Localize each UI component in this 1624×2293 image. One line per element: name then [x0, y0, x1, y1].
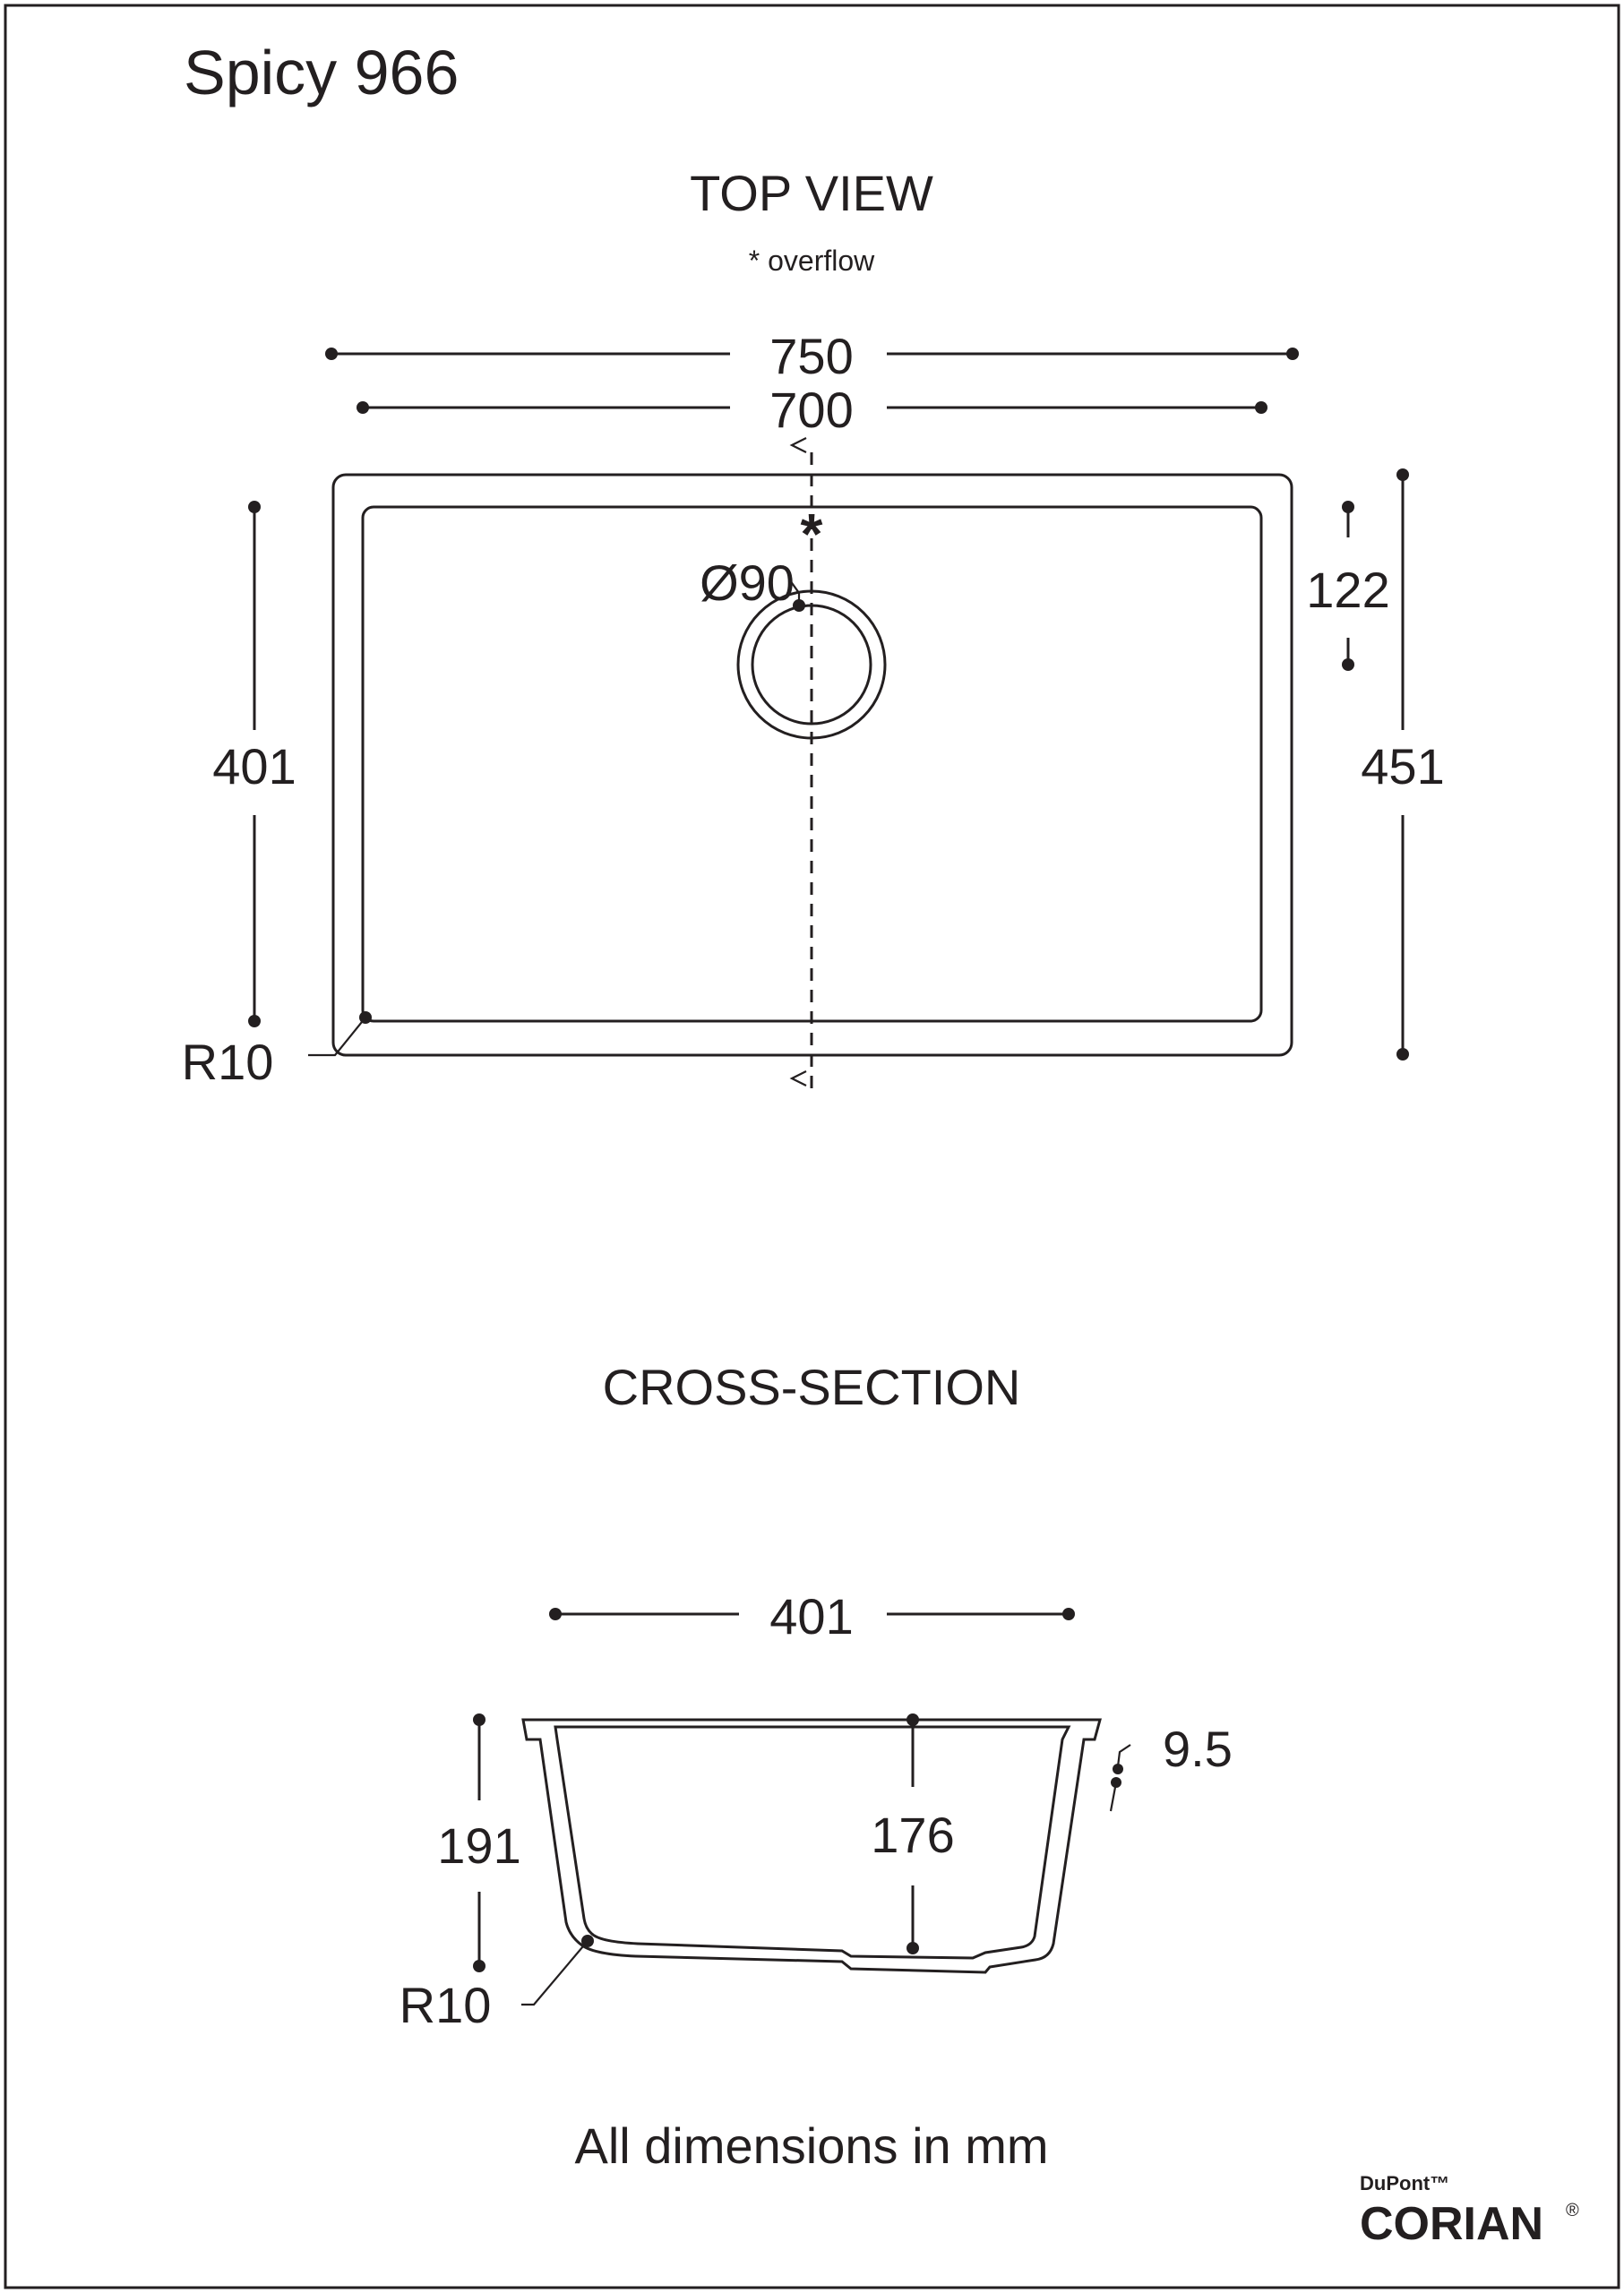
- dimension-inner-depth: 401: [212, 501, 296, 1027]
- units-note: All dimensions in mm: [574, 2117, 1048, 2174]
- dimension-outer-height: 191: [437, 1713, 521, 1972]
- dimension-inner-height: 176: [871, 1713, 955, 1954]
- drain-offset-label: 122: [1306, 562, 1389, 618]
- dimension-inner-width: 700: [357, 382, 1267, 438]
- top-view-heading: TOP VIEW: [690, 165, 933, 221]
- dimension-drain-offset: 122: [1306, 501, 1390, 671]
- section-line: [789, 437, 813, 1088]
- inner-height-label: 176: [871, 1807, 954, 1863]
- section-corner-radius-label: R10: [400, 1977, 492, 2033]
- overflow-marker: *: [801, 502, 823, 566]
- thickness-label: 9.5: [1163, 1721, 1233, 1777]
- brand-reg-mark: ®: [1566, 2201, 1579, 2220]
- dimension-outer-width: 750: [325, 328, 1299, 384]
- section-width-label: 401: [769, 1588, 853, 1645]
- corner-radius-label: R10: [182, 1034, 274, 1090]
- drain-diameter-label: Ø90: [700, 554, 795, 611]
- corner-radius-callout: R10: [182, 1011, 372, 1090]
- outer-height-label: 191: [437, 1817, 520, 1874]
- corian-logo: DuPont™ CORIAN ®: [1360, 2172, 1579, 2250]
- dimension-section-width: 401: [549, 1588, 1075, 1645]
- top-view: TOP VIEW * overflow 750 700 *: [182, 165, 1445, 1090]
- drain-icon: [736, 589, 887, 740]
- drain-diameter-dimension: Ø90: [700, 554, 805, 612]
- brand-maker: DuPont™: [1360, 2172, 1449, 2194]
- cross-section-heading: CROSS-SECTION: [603, 1359, 1021, 1415]
- inner-depth-label: 401: [212, 738, 296, 794]
- drawing-frame: [4, 4, 1620, 2289]
- inner-width-label: 700: [769, 382, 853, 438]
- cross-section-view: CROSS-SECTION 401 176 191: [400, 1359, 1233, 2033]
- sink-profile-inner: [554, 1725, 1071, 1960]
- outer-width-label: 750: [769, 328, 853, 384]
- dimension-thickness: 9.5: [1109, 1721, 1233, 1812]
- drawing-title: Spicy 966: [184, 38, 459, 107]
- overflow-note: * overflow: [749, 245, 875, 277]
- outer-depth-label: 451: [1361, 738, 1444, 794]
- dimension-outer-depth: 451: [1361, 468, 1445, 1061]
- section-corner-radius-callout: R10: [400, 1935, 594, 2033]
- sink-profile: [521, 1718, 1102, 1974]
- brand-name: CORIAN: [1360, 2198, 1543, 2250]
